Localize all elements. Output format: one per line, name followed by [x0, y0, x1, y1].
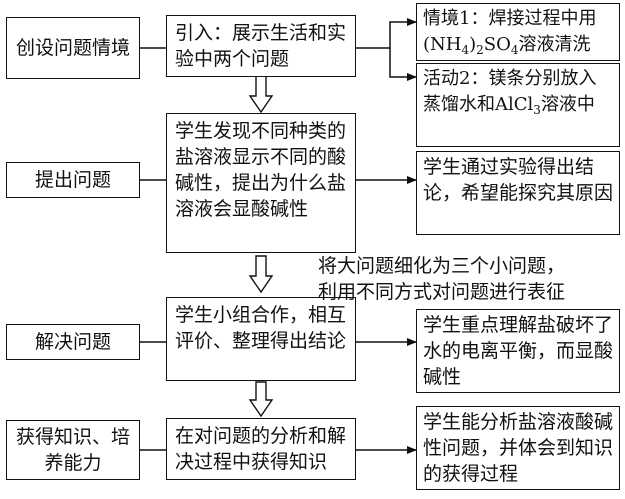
- arrow-intro-situation: [356, 18, 417, 49]
- outcome-text: 学生通过实验得出结论，希望能探究其原因: [423, 156, 614, 204]
- outcome-subscript: 4: [510, 43, 519, 57]
- outcome-text-mid: ): [469, 34, 477, 55]
- outcome-text: 学生能分析盐溶液酸碱性问题，并体会到知识的获得过程: [423, 411, 614, 485]
- process-text: 引入：展示生活和实验中两个问题: [175, 22, 347, 70]
- process-gain-knowledge: 在对问题的分析和解决过程中获得知识: [166, 418, 356, 480]
- outcome-understand-equilibrium: 学生重点理解盐破坏了水的电离平衡，而显酸碱性: [416, 309, 620, 393]
- outcome-situation-1: 情境1：焊接过程中用(NH4)2SO4溶液清洗: [416, 3, 620, 61]
- outcome-subscript: 3: [533, 103, 541, 117]
- outcome-text-suffix: 溶液清洗: [518, 34, 591, 55]
- stage-label: 解决问题: [34, 331, 111, 353]
- outcome-subscript: 4: [461, 43, 470, 57]
- down-arrow-1: [248, 75, 274, 114]
- outcome-text-prefix: 情境1：焊接过程中用(NH: [423, 8, 597, 55]
- outcome-activity-2: 活动2：镁条分别放入蒸馏水和AlCl3溶液中: [416, 63, 620, 147]
- stage-label: 创设问题情境: [16, 37, 131, 59]
- stage-create-situation: 创设问题情境: [6, 17, 140, 79]
- stage-gain-knowledge: 获得知识、培养能力: [6, 420, 140, 480]
- down-arrow-3: [248, 381, 274, 418]
- stage-raise-question: 提出问题: [6, 162, 140, 198]
- outcome-text: 学生重点理解盐破坏了水的电离平衡，而显酸碱性: [423, 314, 614, 388]
- outcome-text-prefix: 活动2：镁条分别放入蒸馏水和AlCl: [423, 68, 597, 115]
- transition-note-line-1: 将大问题细化为三个小问题，: [318, 255, 566, 277]
- process-text: 学生小组合作，相互评价、整理得出结论: [175, 304, 347, 352]
- process-discover: 学生发现不同种类的盐溶液显示不同的酸碱性，提出为什么盐溶液会显酸碱性: [166, 113, 356, 253]
- transition-note-line-2: 利用不同方式对问题进行表征: [318, 281, 566, 303]
- process-group-work: 学生小组合作，相互评价、整理得出结论: [166, 297, 356, 381]
- outcome-subscript: 2: [476, 43, 484, 57]
- outcome-analyze-acidity: 学生能分析盐溶液酸碱性问题，并体会到知识的获得过程: [416, 406, 620, 490]
- outcome-text-mid2: SO: [483, 34, 511, 55]
- stage-solve-problem: 解决问题: [6, 324, 140, 360]
- process-text: 在对问题的分析和解决过程中获得知识: [175, 425, 347, 473]
- process-intro: 引入：展示生活和实验中两个问题: [166, 15, 356, 77]
- process-text: 学生发现不同种类的盐溶液显示不同的酸碱性，提出为什么盐溶液会显酸碱性: [175, 120, 347, 220]
- down-arrow-2: [248, 255, 274, 294]
- transition-note: 将大问题细化为三个小问题， 利用不同方式对问题进行表征: [318, 253, 565, 305]
- stage-label: 获得知识、培养能力: [16, 426, 131, 474]
- stage-label: 提出问题: [34, 169, 111, 191]
- outcome-text-suffix: 溶液中: [540, 94, 595, 115]
- arrow-intro-activity: [389, 48, 417, 81]
- outcome-experiment-conclusion: 学生通过实验得出结论，希望能探究其原因: [416, 151, 620, 235]
